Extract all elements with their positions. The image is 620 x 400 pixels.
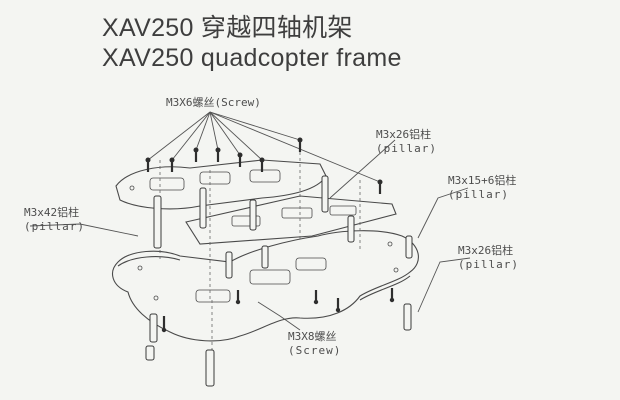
label-pillar-26-top-type: (pillar) — [376, 142, 437, 155]
label-pillar-15-6: M3x15+6铝柱 (pillar) — [448, 174, 516, 202]
screw-bottom-leader — [257, 301, 301, 331]
label-pillar-26-right-part: M3x26铝柱 — [458, 244, 514, 257]
label-screw-top: M3X6螺丝(Screw) — [166, 96, 261, 110]
pillars — [145, 175, 413, 387]
middle-plate-holes — [231, 205, 357, 227]
bottom-plate-holes — [137, 241, 399, 303]
top-plate — [115, 159, 327, 210]
title-chinese: XAV250 穿越四轴机架 — [102, 14, 353, 42]
label-pillar-42-type: (pillar) — [24, 220, 85, 233]
label-screw-bottom-part: M3X8螺丝 — [288, 330, 337, 343]
label-pillar-15-6-type: (pillar) — [448, 188, 509, 201]
label-pillar-42: M3x42铝柱 (pillar) — [24, 206, 85, 234]
pillar-26-right-leader — [417, 257, 471, 313]
pillar-42-leader — [29, 223, 139, 237]
label-pillar-26-top: M3x26铝柱 (pillar) — [376, 128, 437, 156]
title-english: XAV250 quadcopter frame — [102, 44, 402, 72]
screws-bottom — [161, 288, 395, 333]
label-screw-bottom-type: (Screw) — [288, 344, 342, 357]
label-pillar-26-right: M3x26铝柱 (pillar) — [458, 244, 519, 272]
label-screw-top-part: M3X6螺丝 — [166, 96, 215, 109]
label-pillar-26-right-type: (pillar) — [458, 258, 519, 271]
label-screw-top-type: (Screw) — [214, 96, 261, 109]
label-screw-bottom: M3X8螺丝 (Screw) — [288, 330, 341, 358]
pillar-26-top-leader — [329, 139, 396, 199]
screws-top — [145, 137, 383, 194]
label-pillar-26-top-part: M3x26铝柱 — [376, 128, 432, 141]
pillar-15-6-leader — [417, 187, 469, 239]
screw-top-leaders — [147, 111, 381, 183]
label-pillar-15-6-part: M3x15+6铝柱 — [448, 174, 517, 187]
bottom-plate-edge — [117, 256, 411, 301]
top-plate-holes — [129, 169, 281, 191]
label-pillar-42-part: M3x42铝柱 — [24, 206, 80, 219]
